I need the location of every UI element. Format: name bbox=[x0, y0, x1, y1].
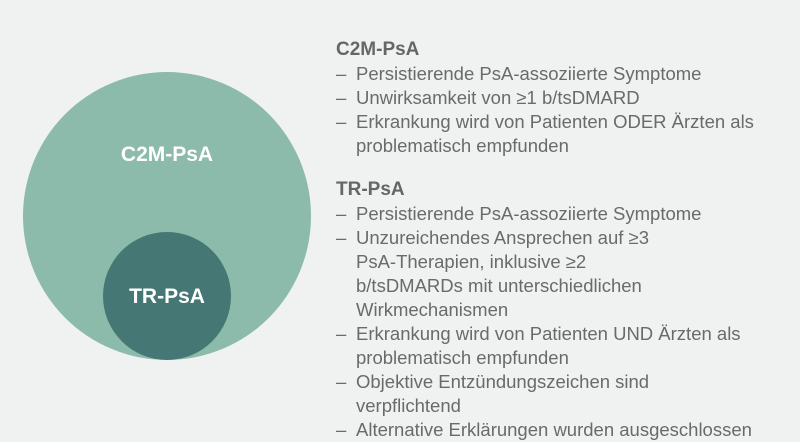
list-item: Unwirksamkeit von ≥1 b/tsDMARD bbox=[336, 86, 756, 110]
section-title: TR-PsA bbox=[336, 179, 405, 200]
tr-psa-criteria: TR-PsA Persistierende PsA-assoziierte Sy… bbox=[336, 178, 756, 442]
section-title: C2M-PsA bbox=[336, 39, 420, 60]
c2m-psa-circle-label: C2M-PsA bbox=[120, 143, 214, 166]
list-item: Objektive Entzündungszeichen sind verpfl… bbox=[336, 370, 756, 418]
tr-psa-circle bbox=[103, 232, 231, 360]
list-item: Alternative Erklärungen wurden ausgeschl… bbox=[336, 418, 756, 442]
list-item: Erkrankung wird von Patienten UND Ärzten… bbox=[336, 322, 756, 370]
list-item: Erkrankung wird von Patienten ODER Ärzte… bbox=[336, 110, 756, 158]
tr-psa-circle-label: TR-PsA bbox=[129, 285, 205, 308]
c2m-psa-criteria: C2M-PsA Persistierende PsA-assoziierte S… bbox=[336, 38, 756, 158]
list-item: Persistierende PsA-assoziierte Symptome bbox=[336, 202, 756, 226]
list-item: Persistierende PsA-assoziierte Symptome bbox=[336, 62, 756, 86]
list-item: Unzureichendes Ansprechen auf ≥3 PsA-The… bbox=[336, 226, 666, 322]
